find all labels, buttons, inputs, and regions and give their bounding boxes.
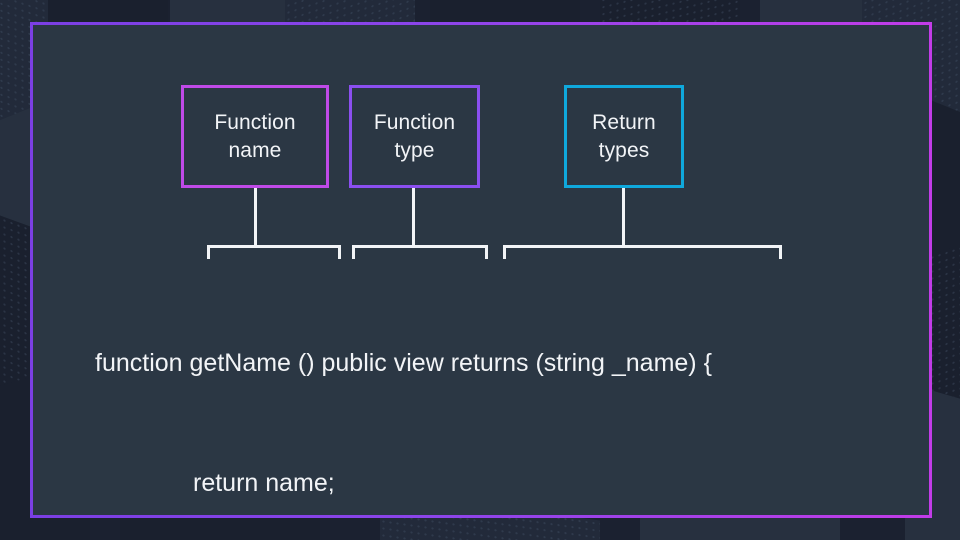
bracket-return-types [503, 245, 782, 259]
content-frame [30, 22, 932, 518]
bracket-function-name [207, 245, 341, 259]
code-snippet: function getName () public view returns … [95, 263, 835, 540]
bracket-function-type [352, 245, 488, 259]
connector-stem-function-type [412, 188, 415, 245]
connector-stem-function-name [254, 188, 257, 245]
connector-stem-return-types [622, 188, 625, 245]
code-line-1: function getName () public view returns … [95, 349, 712, 377]
code-line-2: return name; [193, 469, 335, 497]
